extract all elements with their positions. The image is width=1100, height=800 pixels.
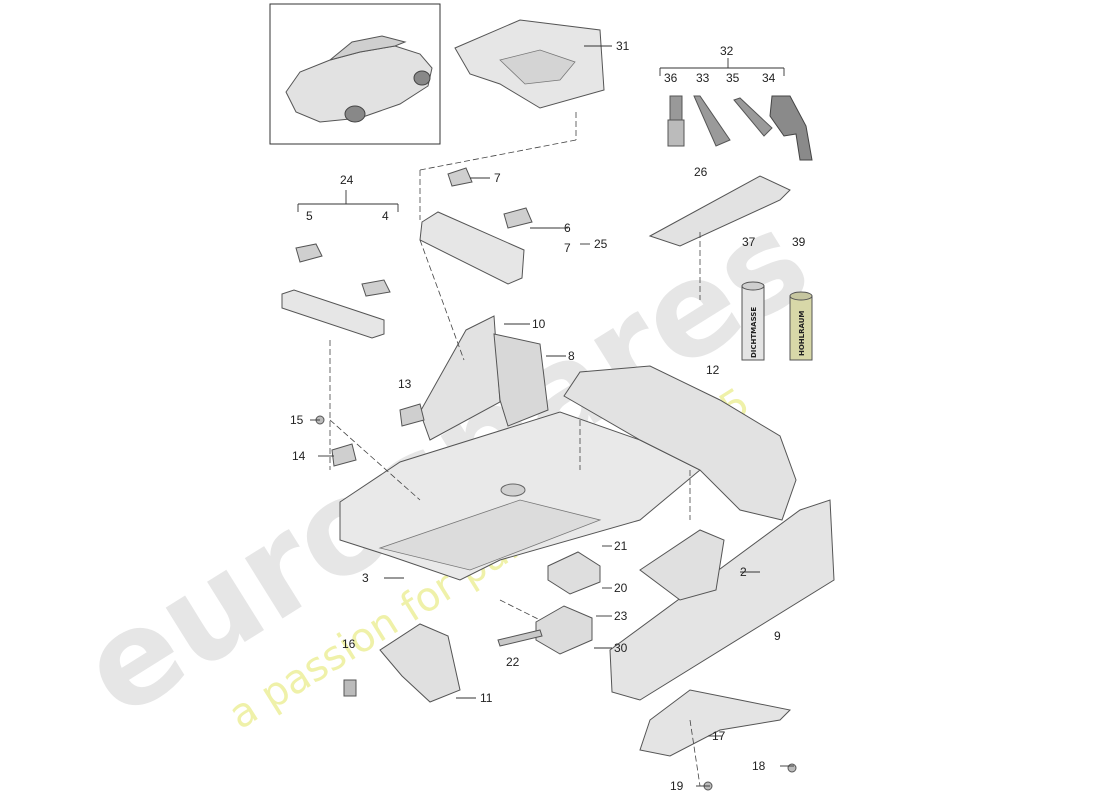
part-7-clip-upper: [447, 167, 473, 187]
part-18-bolt: [787, 763, 797, 773]
part-24-bracket: [281, 289, 385, 339]
part-10-pillar: [419, 315, 501, 441]
part-30-bracket: [535, 605, 593, 655]
callout-35: 35: [726, 71, 740, 85]
part-31-cover: [454, 19, 605, 109]
callout-3: 3: [362, 571, 369, 585]
part-33-nozzle: [693, 95, 731, 147]
part-37-label: DICHTMASSE: [750, 307, 758, 358]
callout-31: 31: [616, 39, 630, 53]
callout-7b: 7: [564, 241, 571, 255]
callout-11: 11: [480, 691, 493, 705]
car-wheel-front: [413, 70, 431, 86]
part-11-bracket: [379, 623, 461, 703]
callout-25: 25: [594, 237, 608, 251]
car-wheel-rear: [344, 105, 366, 123]
callout-21: 21: [614, 539, 628, 553]
callout-10: 10: [532, 317, 546, 331]
part-8-pillar: [493, 333, 549, 427]
part-12-rear-floor: [563, 365, 797, 521]
callout-34: 34: [762, 71, 776, 85]
callout-30: 30: [614, 641, 628, 655]
callout-23: 23: [614, 609, 628, 623]
callouts: 31 32 36 33 35 34 7 24 5 4 26 6 7 25 37 …: [290, 39, 806, 793]
callout-6: 6: [564, 221, 571, 235]
callout-26: 26: [694, 165, 708, 179]
callout-15: 15: [290, 413, 304, 427]
tools-group: [667, 95, 813, 161]
callout-13: 13: [398, 377, 412, 391]
dashed-guide-lines: [329, 112, 701, 787]
part-26-panel: [648, 175, 791, 247]
leader-lines: [297, 45, 794, 787]
part-17-brace: [639, 689, 792, 757]
part-20-module: [547, 551, 601, 595]
callout-17: 17: [712, 729, 726, 743]
callout-24: 24: [340, 173, 354, 187]
part-39-can: HOHLRAUM: [789, 291, 813, 361]
callout-9: 9: [774, 629, 781, 643]
callout-20: 20: [614, 581, 628, 595]
part-3-floor-pan: [339, 411, 701, 581]
car-roof: [329, 35, 407, 61]
callout-33: 33: [696, 71, 710, 85]
part-13-bracket: [399, 403, 425, 427]
part-31-detail: [499, 49, 576, 85]
part-34-gun: [769, 95, 813, 161]
part-4-clip: [361, 279, 391, 297]
callout-7a: 7: [494, 171, 501, 185]
callout-36: 36: [664, 71, 678, 85]
part-37-can: DICHTMASSE: [741, 281, 765, 361]
part-2-bracket: [639, 529, 725, 601]
callout-32: 32: [720, 44, 734, 58]
callout-14: 14: [292, 449, 306, 463]
callout-5: 5: [306, 209, 313, 223]
callout-2: 2: [740, 565, 747, 579]
callout-18: 18: [752, 759, 766, 773]
callout-12: 12: [706, 363, 720, 377]
car-thumbnail: [269, 3, 441, 145]
part-5-clip: [295, 243, 323, 263]
callout-8: 8: [568, 349, 575, 363]
part-36-cartridge: [667, 95, 685, 147]
callout-16: 16: [342, 637, 356, 651]
part-39-label: HOHLRAUM: [798, 311, 806, 356]
part-14-bracket: [331, 443, 357, 467]
callout-39: 39: [792, 235, 806, 249]
part-35-nozzle: [733, 97, 773, 137]
part-9-sill: [609, 499, 835, 701]
part-16-screw: [343, 679, 357, 697]
callout-37: 37: [742, 235, 756, 249]
part-22-rod: [497, 629, 543, 647]
callout-4: 4: [382, 209, 389, 223]
callout-22: 22: [506, 655, 520, 669]
callout-19: 19: [670, 779, 684, 793]
part-6-clip: [503, 207, 533, 229]
